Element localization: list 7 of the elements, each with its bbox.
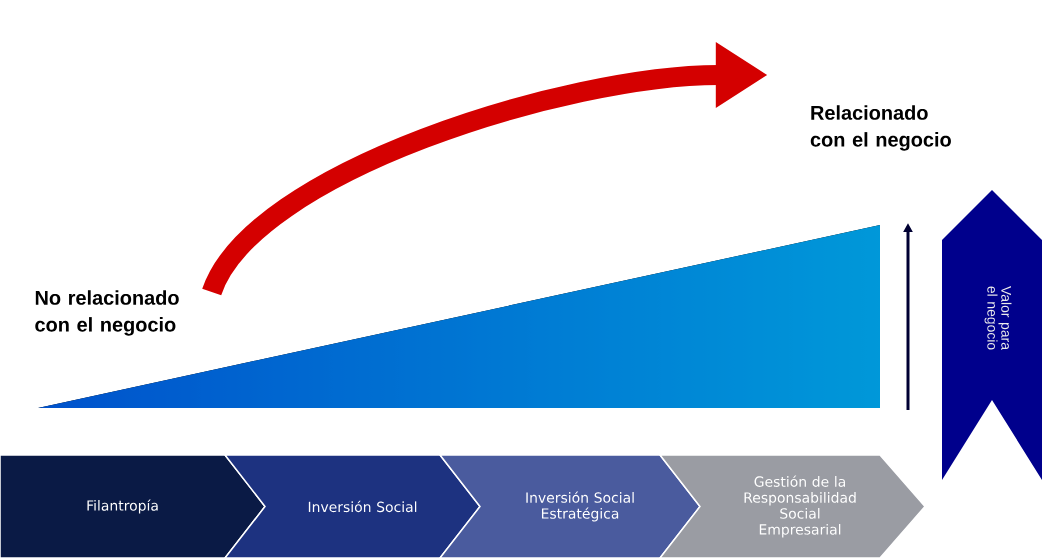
chevron-step: Filantropía xyxy=(0,454,266,558)
chevron-step: Gestión de la Responsabilidad Social Empresarial xyxy=(658,454,926,558)
chevron-band: Valor para el negocio xyxy=(942,190,1042,480)
chevron-step: Inversión Social Estratégica xyxy=(438,454,701,558)
chevron-step: Inversión Social xyxy=(223,454,481,558)
heading-text: No relacionado con el negocio xyxy=(35,290,179,336)
heading-text: Relacionado con el negocio xyxy=(810,105,951,151)
